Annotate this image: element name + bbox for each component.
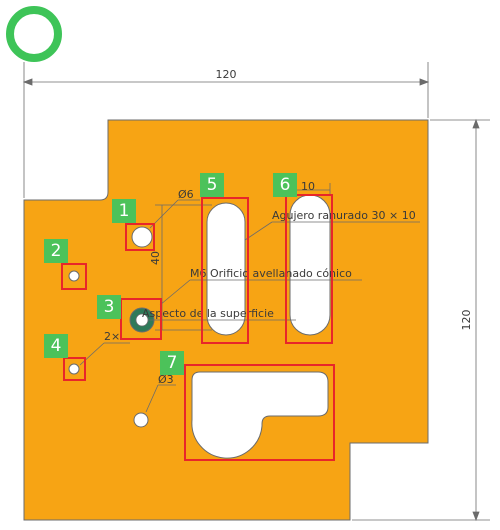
right-height-label: 120 [460,310,473,331]
highlight-box-5 [201,197,249,344]
highlight-box-4 [63,357,86,381]
hole-4 [68,363,80,375]
green-ring-icon [6,6,62,62]
surface-annotation: Aspecto de la superficie [142,307,274,320]
highlight-box-6 [285,194,333,344]
top-width-label: 120 [216,68,237,81]
highlight-box-1 [125,223,155,251]
highlight-box-2 [61,263,87,290]
slot-left [206,202,246,336]
hole-1 [131,226,153,248]
badge-6: 6 [273,173,297,197]
slot-annotation: Agujero ranurado 30 × 10 [272,209,416,222]
hole-bottom [133,412,149,428]
pocket-cutout [191,371,329,459]
badge-2: 2 [44,239,68,263]
top-width-dimension [22,62,430,198]
badge-4: 4 [44,334,68,358]
right-height-dimension [352,118,490,522]
hole-2 [68,270,80,282]
highlight-box-3 [120,298,162,340]
badge-5: 5 [200,173,224,197]
hole-bottom-diameter: Ø3 [158,373,174,386]
highlight-box-7 [184,364,335,461]
hole-pair-label: 2× [104,330,120,343]
countersink-annotation: M6 Orificio avellanado cónico [190,267,352,280]
badge-1: 1 [112,199,136,223]
badge-3: 3 [97,295,121,319]
badge-7: 7 [160,351,184,375]
spacing-label: 40 [149,251,162,265]
slot-width-label: 10 [301,180,315,193]
hole-top-diameter: Ø6 [178,188,194,201]
